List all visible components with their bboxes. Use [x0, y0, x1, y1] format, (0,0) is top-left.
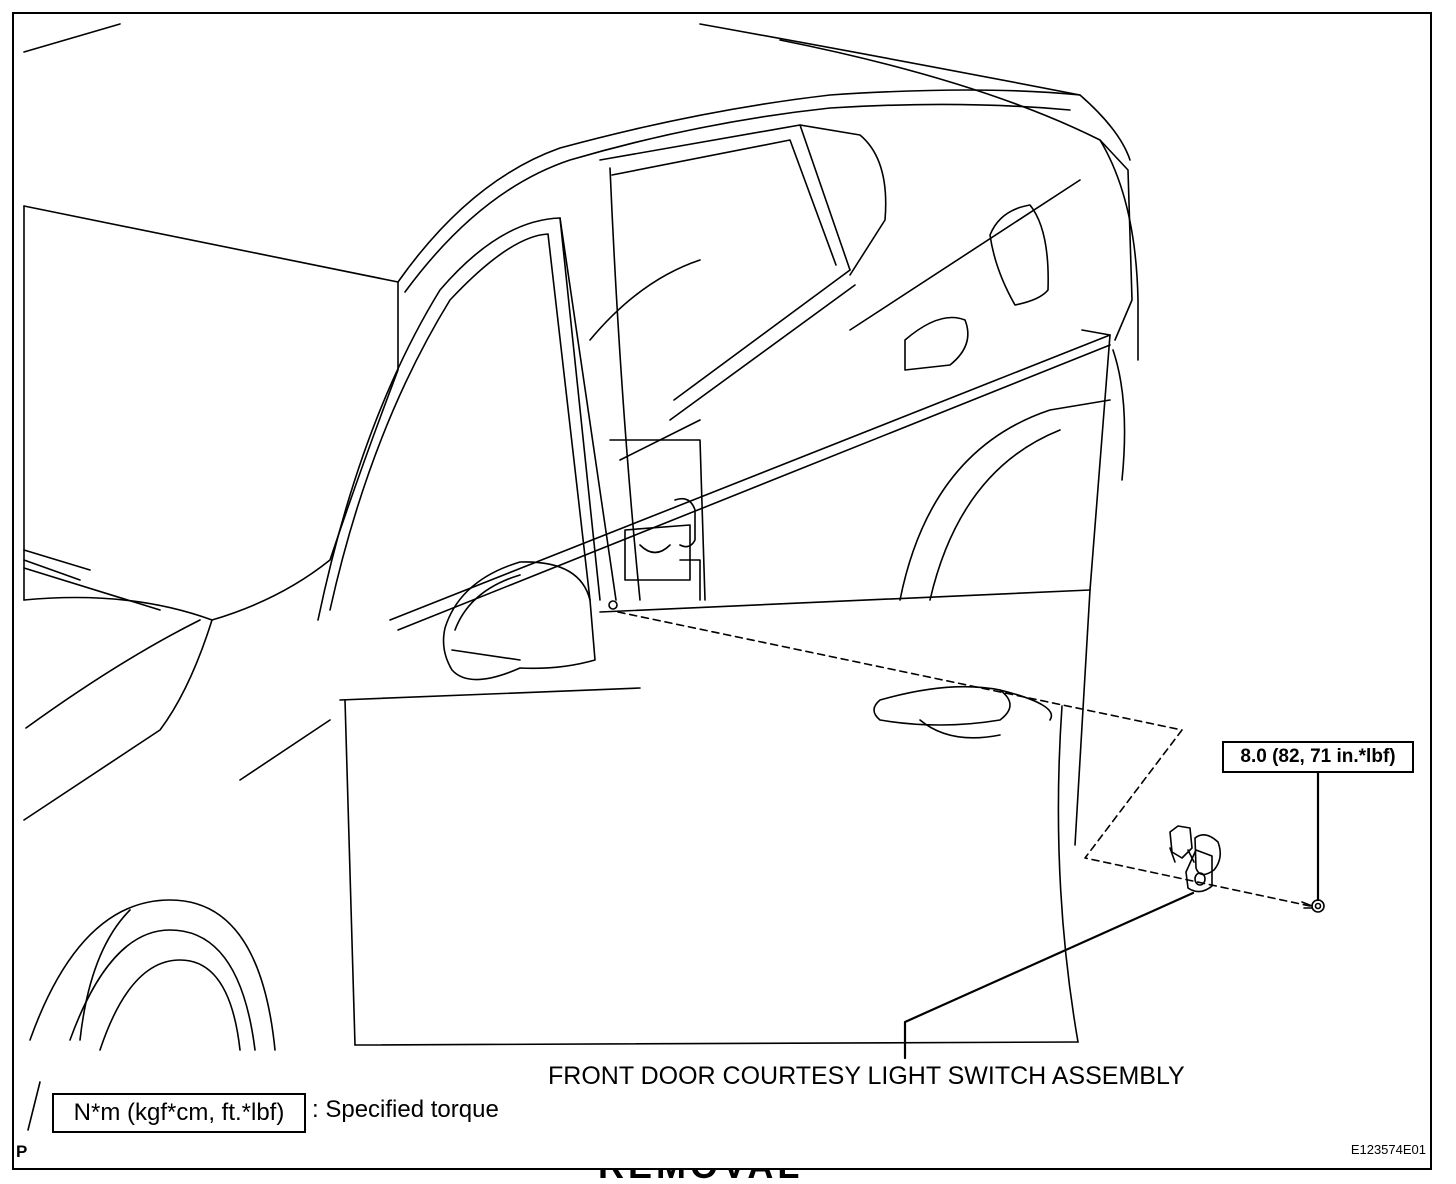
- diagram-frame: [12, 12, 1432, 1170]
- legend-description: : Specified torque: [312, 1096, 499, 1123]
- courtesy-light-switch: [1169, 825, 1222, 893]
- legend-unit-box: N*m (kgf*cm, ft.*lbf): [52, 1093, 306, 1133]
- corner-tick: [27, 1081, 41, 1131]
- b-pillar: [608, 439, 706, 610]
- cut-off-heading: REMOVAL: [598, 1168, 803, 1184]
- car-body-outline: [23, 23, 1139, 821]
- dashed-guide-line: [617, 611, 1311, 907]
- front-wheel: [29, 899, 276, 1051]
- part-label: FRONT DOOR COURTESY LIGHT SWITCH ASSEMBL…: [548, 1062, 1185, 1090]
- front-door-panel: [339, 589, 1091, 1046]
- side-mirror: [442, 561, 596, 681]
- torque-spec-callout: 8.0 (82, 71 in.*lbf): [1222, 741, 1414, 773]
- corner-mark: P: [16, 1142, 28, 1161]
- bolt-icon: [1301, 899, 1325, 913]
- figure-id: E123574E01: [1350, 1142, 1426, 1157]
- window-frame: [317, 124, 1111, 846]
- part-leader-line: [903, 891, 1195, 1060]
- rear-door: [619, 179, 1126, 601]
